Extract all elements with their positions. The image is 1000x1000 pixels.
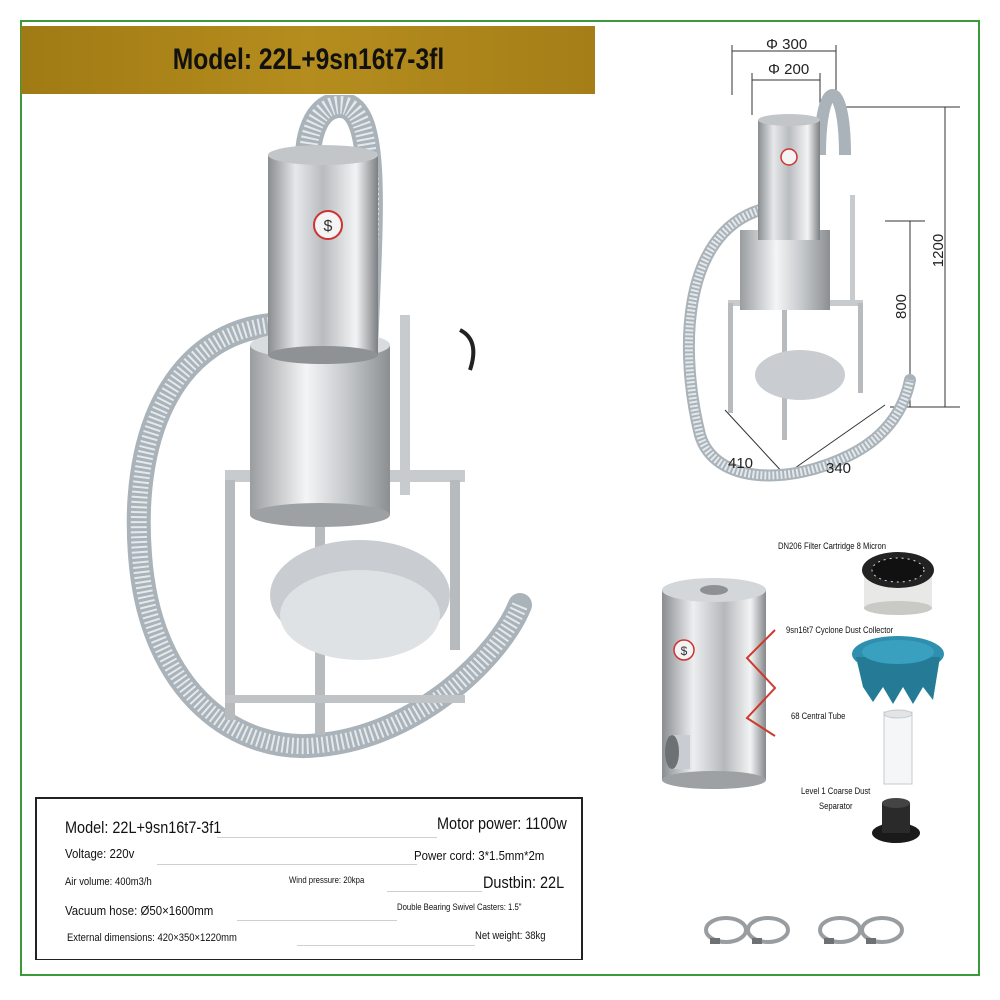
central-tube-image — [883, 709, 913, 785]
spec-divider — [297, 945, 475, 946]
part-label-separator-2: Separator — [819, 801, 853, 811]
spec-divider — [157, 864, 417, 865]
spec-divider — [217, 837, 437, 838]
spec-casters: Double Bearing Swivel Casters: 1.5" — [397, 902, 522, 912]
spec-net-weight: Net weight: 38kg — [475, 930, 546, 942]
svg-text:$: $ — [681, 644, 688, 658]
page-frame — [20, 20, 980, 976]
spec-model: Model: 22L+9sn16t7-3f1 — [65, 818, 222, 837]
dust-bin-image: $ — [662, 578, 766, 789]
spec-motor: Motor power: 1100w — [437, 814, 567, 833]
dim-height-total: 1200 — [930, 233, 948, 268]
dimension-diagram — [682, 45, 960, 482]
hose-clamp-pair-2 — [818, 916, 904, 944]
spec-table: Model: 22L+9sn16t7-3f1 Motor power: 1100… — [35, 797, 583, 960]
spec-divider — [387, 891, 482, 892]
coarse-separator-image — [872, 798, 920, 843]
arrow-pointer — [745, 629, 777, 737]
spec-power-cord: Power cord: 3*1.5mm*2m — [414, 848, 545, 863]
spec-voltage: Voltage: 220v — [65, 846, 135, 861]
dim-height-body: 800 — [893, 293, 911, 320]
dim-diameter-inner: Φ 200 — [768, 61, 810, 78]
spec-vacuum-hose: Vacuum hose: Ø50×1600mm — [65, 903, 214, 918]
page-title: Model: 22L+9sn16t7-3fl — [172, 43, 444, 76]
spec-divider — [237, 920, 397, 921]
spec-dustbin: Dustbin: 22L — [483, 873, 565, 892]
dim-depth: 340 — [826, 460, 852, 477]
dim-width: 410 — [728, 455, 754, 472]
part-label-tube: 68 Central Tube — [791, 711, 846, 721]
part-label-filter: DN206 Filter Cartridge 8 Micron — [778, 541, 886, 551]
title-banner: Model: 22L+9sn16t7-3fl — [21, 26, 595, 94]
spec-external-dimensions: External dimensions: 420×350×1220mm — [67, 932, 237, 944]
svg-text:$: $ — [324, 218, 333, 235]
spec-air-volume: Air volume: 400m3/h — [65, 876, 152, 888]
main-product-image: $ — [126, 95, 532, 758]
cyclone-collector-image — [852, 636, 944, 704]
hose-clamp-pair-1 — [704, 916, 790, 944]
spec-wind-pressure: Wind pressure: 20kpa — [289, 875, 365, 885]
part-label-separator-1: Level 1 Coarse Dust — [801, 786, 871, 796]
dim-diameter-outer: Φ 300 — [766, 36, 808, 53]
filter-cartridge-image — [862, 552, 934, 615]
part-label-cyclone: 9sn16t7 Cyclone Dust Collector — [786, 625, 894, 635]
